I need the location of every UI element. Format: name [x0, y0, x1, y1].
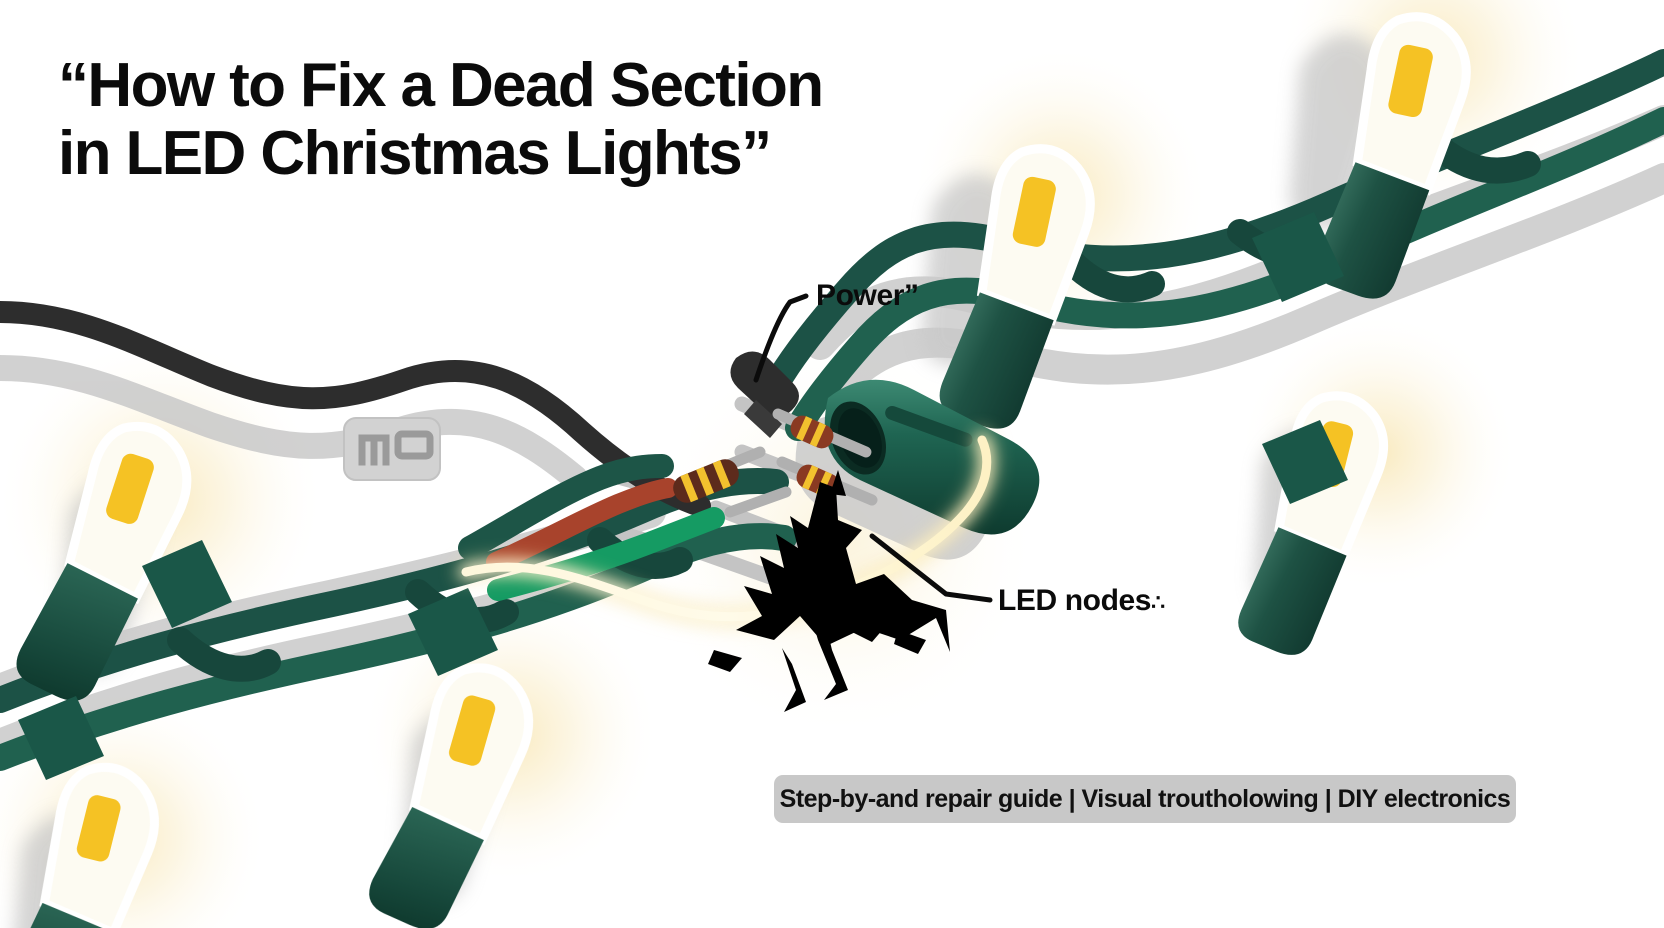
controller-icon-m — [358, 434, 390, 466]
inline-controller-box — [343, 417, 441, 481]
stripped-wire-red-with-resistor — [486, 446, 766, 572]
bulb-top-right — [1315, 12, 1471, 299]
title-line-1: “How to Fix a Dead Section — [58, 51, 824, 120]
callout-leader-led — [869, 533, 993, 603]
bulb-left-mid — [16, 421, 192, 701]
bulb-lower-mid — [369, 663, 534, 928]
crack-graphic — [708, 470, 950, 712]
connector-resistor-lower — [776, 456, 878, 506]
callout-led-text: LED nodes — [998, 584, 1152, 617]
bulb-upper-mid — [939, 144, 1095, 429]
callout-led-suffix: ∴ — [1151, 590, 1165, 615]
callout-label-led-nodes: LED nodes∴ — [998, 584, 1165, 618]
caption-text: Step-by-and repair guide | Visual trouth… — [779, 784, 1511, 813]
wire-socket-clips — [18, 212, 1348, 780]
title-line-2: in LED Christmas Lights” — [58, 119, 772, 188]
black-power-cable — [0, 301, 711, 517]
controller-icon-rect — [394, 430, 434, 460]
bulb-bottom-left — [5, 762, 159, 928]
power-plug-tip — [730, 351, 799, 438]
connector-resistor-upper — [772, 408, 872, 458]
inline-resistor — [673, 459, 739, 503]
callout-leader-power — [753, 293, 809, 383]
stripped-wire-dark-green — [458, 454, 674, 560]
caption-bar: Step-by-and repair guide | Visual trouth… — [774, 775, 1516, 823]
page-title: “How to Fix a Dead Section in LED Christ… — [58, 52, 958, 188]
callout-label-power: Power” — [816, 279, 919, 312]
